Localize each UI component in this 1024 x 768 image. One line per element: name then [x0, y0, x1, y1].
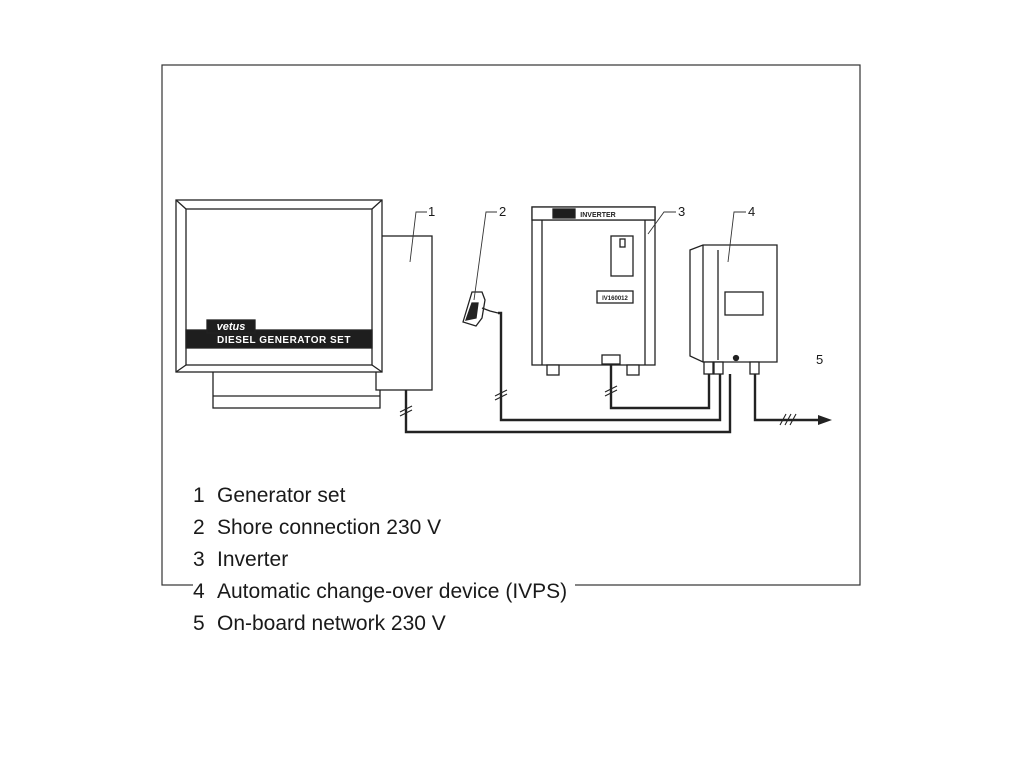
generator-set — [175, 199, 433, 409]
network-arrowhead — [818, 415, 832, 425]
legend-item: 2 Shore connection 230 V — [193, 512, 576, 544]
callout-3: 3 — [678, 204, 685, 219]
legend-label: Automatic change-over device (IVPS) — [217, 580, 568, 603]
legend-item: 3 Inverter — [193, 544, 576, 576]
legend-number: 4 — [193, 580, 205, 603]
legend-label: Shore connection 230 V — [217, 516, 442, 539]
callout-4: 4 — [748, 204, 755, 219]
legend-number: 1 — [193, 484, 205, 507]
shore-connection-plug — [462, 291, 499, 327]
legend-item: 1 Generator set — [193, 480, 576, 512]
legend-label: Generator set — [217, 484, 346, 507]
inverter-model-plate: IV160012 — [602, 296, 628, 302]
legend-number: 3 — [193, 548, 205, 571]
legend-item: 4 Automatic change-over device (IVPS) — [193, 576, 576, 608]
callout-1: 1 — [428, 204, 435, 219]
callout-2: 2 — [499, 204, 506, 219]
callout-leaders — [409, 211, 746, 301]
legend-number: 5 — [193, 612, 205, 635]
callout-5: 5 — [816, 352, 823, 367]
legend-label: Inverter — [217, 548, 289, 571]
legend-list: 1 Generator set 2 Shore connection 230 V 3… — [193, 480, 576, 640]
generator-logo: vetus — [217, 321, 246, 333]
legend-item: 5 On-board network 230 V — [193, 608, 576, 640]
legend-number: 2 — [193, 516, 205, 539]
cables — [404, 311, 820, 434]
inverter-header-text: INVERTER — [580, 212, 615, 219]
inverter-unit — [531, 206, 656, 376]
legend-label: On-board network 230 V — [217, 612, 446, 635]
cable-hatch-marks — [399, 385, 797, 426]
generator-panel-text: DIESEL GENERATOR SET — [217, 335, 351, 346]
ivps-device — [689, 244, 778, 375]
